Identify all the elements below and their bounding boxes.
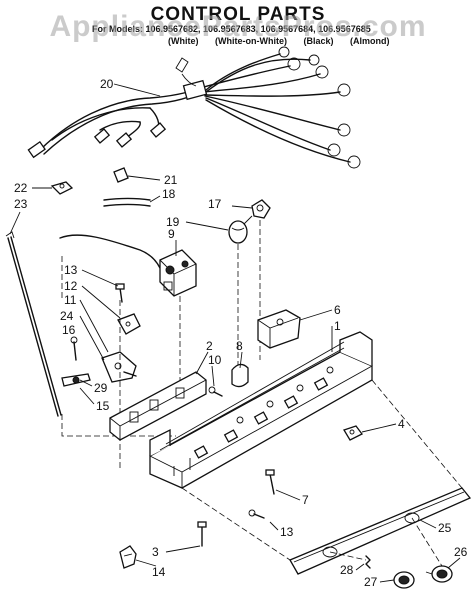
callout-6: 6 [334,303,341,317]
callout-10: 10 [208,353,222,367]
callout-1: 1 [334,319,341,333]
clip-4[interactable] [343,425,363,441]
callout-13-upper: 13 [64,263,78,277]
callout-22: 22 [14,181,28,195]
callout-23: 23 [14,197,28,211]
temperature-control[interactable] [59,234,197,297]
switch-6[interactable] [257,309,301,349]
pin-16[interactable] [70,336,78,361]
damper-bracket[interactable] [50,181,74,195]
control-rod[interactable] [5,231,62,417]
callout-28: 28 [340,563,354,577]
color-black: (Black) [303,36,334,46]
spring-28[interactable] [365,555,371,569]
control-faceplate[interactable] [289,487,472,575]
clip-14[interactable] [119,545,137,569]
callout-13-lower: 13 [280,525,294,539]
callout-15: 15 [96,399,110,413]
page-title: CONTROL PARTS [150,4,326,25]
tube-part[interactable] [103,197,151,207]
callout-29: 29 [94,381,108,395]
model-list: For Models: 106.9567682, 106.9567683, 10… [92,24,371,34]
callout-16: 16 [62,323,76,337]
callout-24: 24 [60,309,74,323]
callout-27: 27 [364,575,378,589]
callout-2: 2 [206,339,213,353]
callout-8: 8 [236,339,243,353]
screw-13-lower[interactable] [248,509,265,519]
callout-12: 12 [64,279,78,293]
control-mounting-bracket[interactable] [109,371,207,441]
callout-4: 4 [398,417,405,431]
clip-part[interactable] [113,167,129,183]
callout-14: 14 [152,565,166,579]
callout-17: 17 [208,197,222,211]
screw-10[interactable] [208,386,223,397]
link-arm[interactable] [61,373,91,387]
color-white-on-white: (White-on-White) [215,36,287,46]
light-lens[interactable] [231,363,249,388]
screw-7[interactable] [265,469,275,495]
color-list: (White) (White-on-White) (Black) (Almond… [168,36,468,46]
control-housing[interactable] [149,331,373,489]
damper-control[interactable] [101,351,137,383]
callout-21: 21 [164,173,178,187]
control-knob-26[interactable] [425,565,453,583]
screw-13-upper[interactable] [115,283,125,303]
control-knob-27[interactable] [393,571,415,589]
callout-19: 19 [166,215,180,229]
color-almond: (Almond) [350,36,390,46]
light-bulb[interactable] [228,215,253,244]
callout-26: 26 [454,545,468,559]
wiring-harness[interactable] [27,46,361,169]
screw-3[interactable] [197,521,207,547]
callout-11: 11 [64,293,77,307]
callout-7: 7 [302,493,309,507]
callout-20: 20 [100,77,114,91]
callout-3: 3 [152,545,159,559]
callout-18: 18 [162,187,176,201]
control-bracket[interactable] [117,313,141,335]
color-white: (White) [168,36,199,46]
light-socket[interactable] [251,199,271,219]
callout-25: 25 [438,521,452,535]
callout-9: 9 [168,227,175,241]
